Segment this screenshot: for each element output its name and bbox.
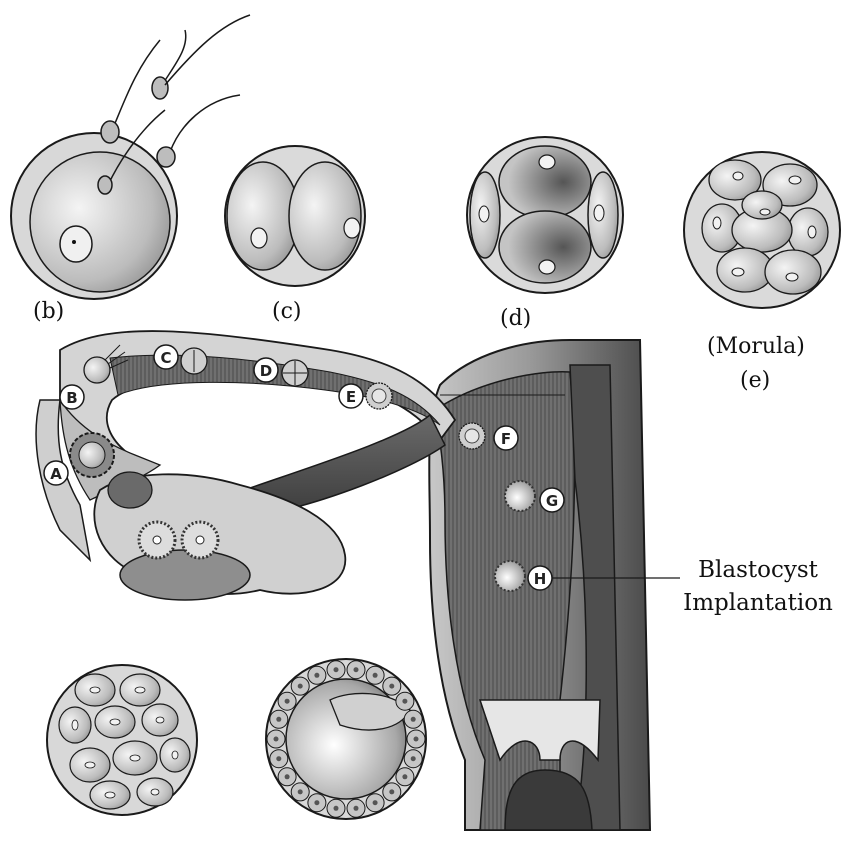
svg-text:G: G xyxy=(546,492,558,510)
marker-a: A xyxy=(43,460,69,486)
sperm-cells xyxy=(97,14,251,195)
svg-text:E: E xyxy=(346,388,356,406)
stage-label-morula: (Morula) xyxy=(707,334,805,359)
late-morula xyxy=(46,664,198,816)
trophoblast-cells xyxy=(266,660,426,818)
trophoblast-nucleus xyxy=(284,774,290,780)
trophoblast-nucleus xyxy=(353,667,359,673)
ovum-with-sperm: (b) xyxy=(10,14,251,324)
marker-f: F xyxy=(493,425,519,451)
trophoblast-nucleus xyxy=(389,683,395,689)
svg-text:D: D xyxy=(260,362,272,380)
trophoblast-nucleus xyxy=(410,756,416,762)
svg-text:F: F xyxy=(501,430,511,448)
trophoblast-nucleus xyxy=(314,800,320,806)
svg-text:A: A xyxy=(50,465,62,483)
trophoblast-nucleus xyxy=(372,672,378,678)
embryo-d-four-cell xyxy=(281,359,309,387)
trophoblast-nucleus xyxy=(333,805,339,811)
trophoblast-nucleus xyxy=(297,789,303,795)
ovary xyxy=(93,413,446,601)
four-cell-stage: (d) xyxy=(466,136,624,331)
trophoblast-nucleus xyxy=(402,774,408,780)
embryo-f-morula-uterus xyxy=(458,422,486,450)
svg-text:B: B xyxy=(66,389,77,407)
embryo-h-implanting-blastocyst xyxy=(494,560,526,592)
trophoblast-nucleus xyxy=(372,800,378,806)
embryo-c-two-cell xyxy=(180,347,208,375)
trophoblast-nucleus xyxy=(389,789,395,795)
trophoblast-nucleus xyxy=(297,683,303,689)
embryo-e-morula xyxy=(365,382,393,410)
trophoblast-nucleus xyxy=(333,667,339,673)
embryo-a-ovulated-ovum xyxy=(69,432,115,478)
stage-label-c: (c) xyxy=(272,299,302,324)
blastocyst xyxy=(265,658,427,820)
trophoblast-nucleus xyxy=(276,756,282,762)
trophoblast-nucleus xyxy=(353,805,359,811)
embryo-b-fertilization xyxy=(83,344,129,384)
trophoblast-nucleus xyxy=(402,698,408,704)
marker-h: H xyxy=(527,565,553,591)
stage-label-b: (b) xyxy=(33,299,64,324)
marker-e: E xyxy=(338,383,364,409)
trophoblast-nucleus xyxy=(413,736,419,742)
stage-label-e: (e) xyxy=(740,368,770,393)
svg-text:H: H xyxy=(534,570,547,588)
callout-line-2: Implantation xyxy=(683,590,833,616)
morula-stage: (Morula) (e) xyxy=(683,151,841,393)
trophoblast-nucleus xyxy=(314,672,320,678)
uterus xyxy=(428,339,652,831)
trophoblast-nucleus xyxy=(410,716,416,722)
callout-line-1: Blastocyst xyxy=(698,557,819,583)
marker-d: D xyxy=(253,357,279,383)
marker-c: C xyxy=(153,344,179,370)
trophoblast-nucleus xyxy=(284,698,290,704)
trophoblast-nucleus xyxy=(273,736,279,742)
trophoblast-nucleus xyxy=(276,716,282,722)
marker-g: G xyxy=(539,487,565,513)
marker-b: B xyxy=(59,384,85,410)
two-cell-stage: (c) xyxy=(224,145,366,324)
embryo-g-blastocyst xyxy=(504,480,536,512)
stage-label-d: (d) xyxy=(500,306,531,331)
svg-text:C: C xyxy=(160,349,171,367)
